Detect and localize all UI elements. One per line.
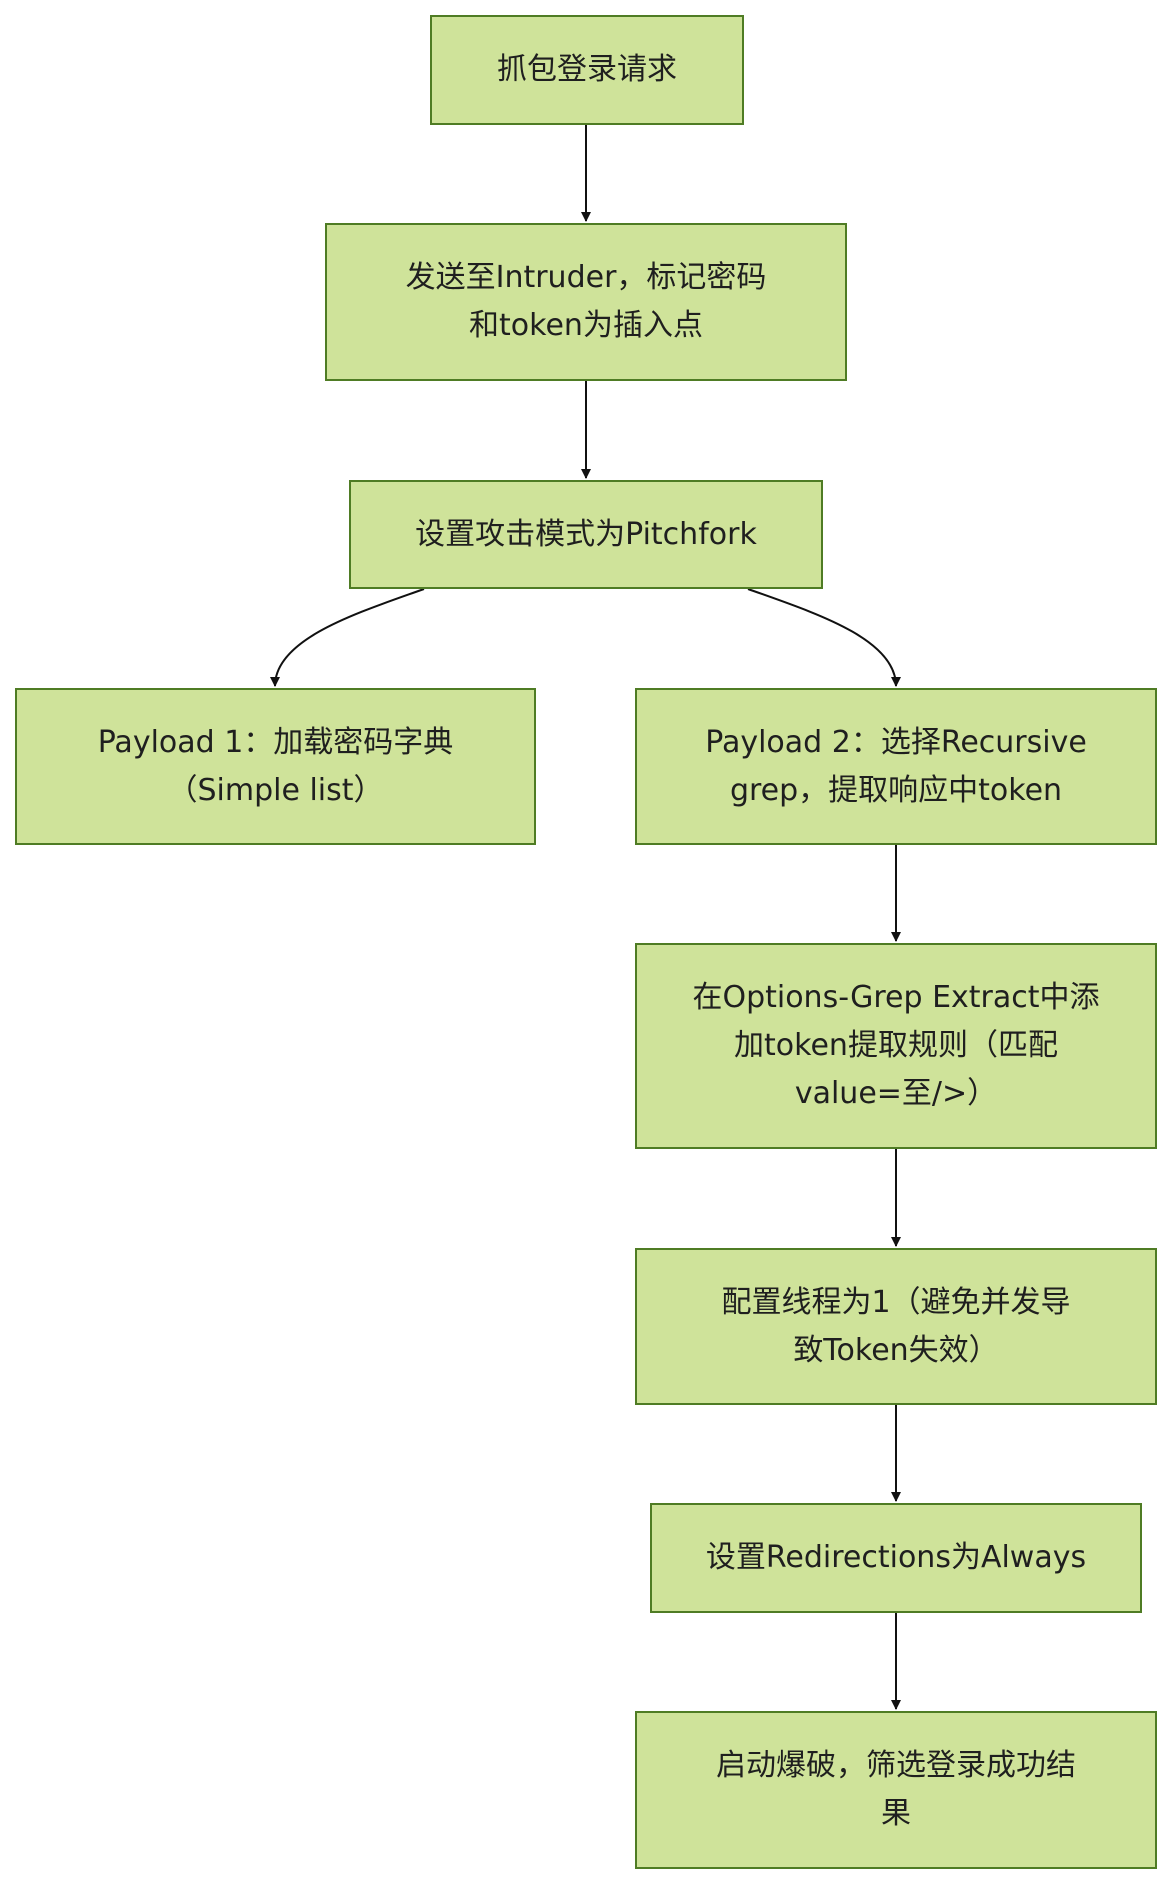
- node-set-attack-mode: 设置攻击模式为Pitchfork: [349, 480, 823, 589]
- edge-n3-to-n4: [270, 588, 425, 687]
- node-label: 设置攻击模式为Pitchfork: [415, 516, 757, 552]
- node-label: Payload 2：选择Recursive grep，提取响应中token: [705, 724, 1087, 808]
- node-label: 设置Redirections为Always: [705, 1540, 1087, 1575]
- node-capture-login-request: 抓包登录请求: [430, 15, 744, 125]
- node-redirections: 设置Redirections为Always: [650, 1503, 1142, 1613]
- node-send-to-intruder: 发送至Intruder，标记密码 和token为插入点: [325, 223, 847, 381]
- node-grep-extract-rule: 在Options-Grep Extract中添 加token提取规则（匹配 va…: [635, 943, 1157, 1149]
- edge-n3-to-n5: [747, 588, 901, 687]
- node-label: 抓包登录请求: [497, 52, 677, 87]
- node-start-attack: 启动爆破，筛选登录成功结 果: [635, 1711, 1157, 1869]
- node-label: 在Options-Grep Extract中添 加token提取规则（匹配 va…: [692, 980, 1100, 1111]
- node-label: 启动爆破，筛选登录成功结 果: [716, 1748, 1076, 1831]
- node-thread-config: 配置线程为1（避免并发导 致Token失效）: [635, 1248, 1157, 1405]
- node-label: 发送至Intruder，标记密码 和token为插入点: [405, 260, 767, 343]
- node-payload-1: Payload 1：加载密码字典 （Simple list）: [15, 688, 536, 845]
- node-label: 配置线程为1（避免并发导 致Token失效）: [721, 1284, 1071, 1368]
- node-label: Payload 1：加载密码字典 （Simple list）: [97, 724, 454, 808]
- node-payload-2: Payload 2：选择Recursive grep，提取响应中token: [635, 688, 1157, 845]
